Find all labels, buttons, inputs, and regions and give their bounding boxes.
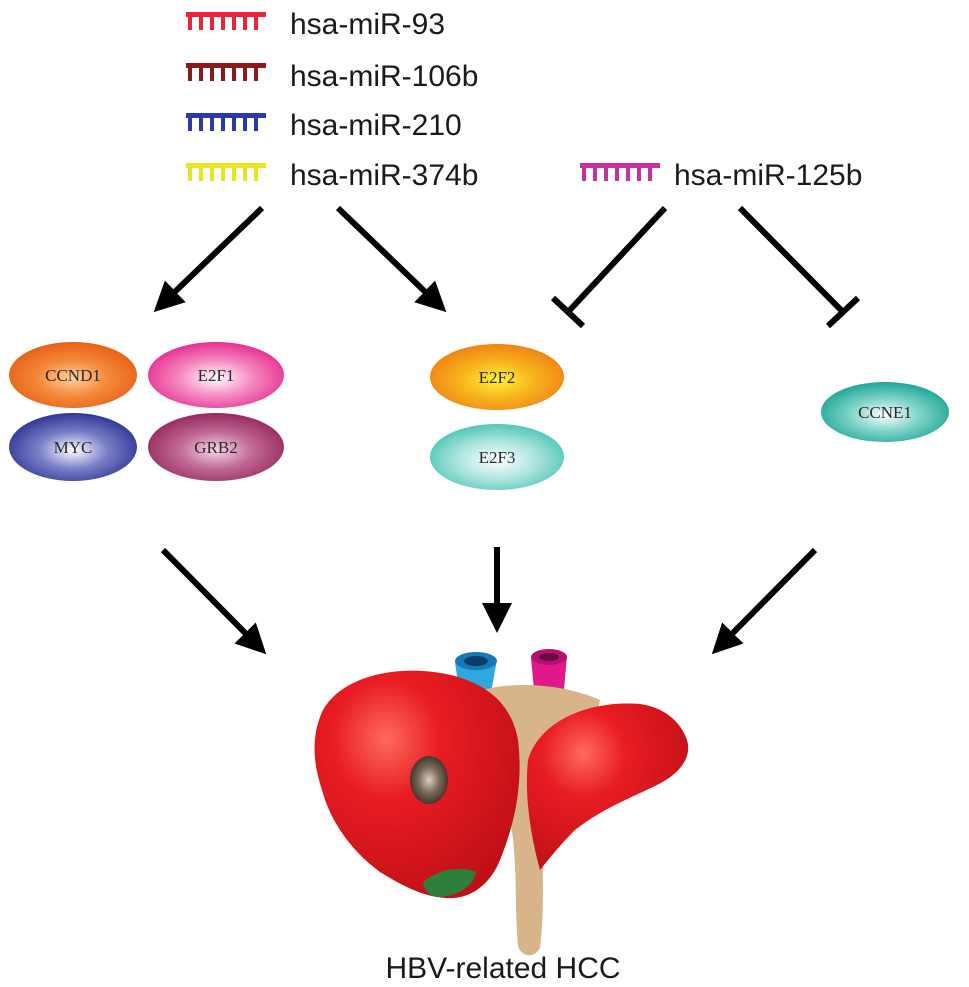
gene-label: CCND1 bbox=[45, 366, 101, 385]
gallbladder-icon bbox=[423, 868, 476, 897]
outcome-label: HBV-related HCC bbox=[385, 952, 620, 985]
gene-nodes: CCND1 E2F1 MYC GRB2 E2F2 E2F3 CCNE1 bbox=[9, 342, 949, 490]
activation-arrow bbox=[711, 547, 818, 655]
mirna-icon bbox=[186, 12, 266, 30]
gene-label: GRB2 bbox=[194, 438, 237, 457]
inhibition-line bbox=[737, 205, 846, 315]
mirna-icon bbox=[580, 163, 660, 181]
gene-e2f3: E2F3 bbox=[430, 424, 564, 490]
mirna-item-374b: hsa-miR-374b bbox=[186, 159, 478, 192]
mirna-label: hsa-miR-210 bbox=[290, 109, 462, 142]
gene-ccnd1: CCND1 bbox=[9, 342, 137, 408]
outcome-edges bbox=[160, 547, 818, 655]
gene-label: E2F1 bbox=[198, 366, 235, 385]
gene-label: E2F2 bbox=[479, 368, 516, 387]
liver-illustration bbox=[314, 649, 689, 956]
gene-grb2: GRB2 bbox=[148, 413, 284, 481]
activation-arrow bbox=[335, 205, 447, 313]
gene-e2f2: E2F2 bbox=[430, 344, 564, 410]
mirna-item-210: hsa-miR-210 bbox=[186, 109, 462, 142]
liver-left-lobe bbox=[526, 703, 689, 870]
gene-label: MYC bbox=[54, 438, 93, 457]
tumor-lesion bbox=[410, 756, 448, 804]
activation-arrow bbox=[160, 547, 267, 655]
mirna-item-93: hsa-miR-93 bbox=[186, 8, 445, 41]
inhibition-bar bbox=[550, 295, 586, 329]
gene-myc: MYC bbox=[9, 413, 137, 481]
gene-ccne1: CCNE1 bbox=[821, 382, 949, 442]
regulation-edges bbox=[153, 205, 861, 329]
mirna-label: hsa-miR-93 bbox=[290, 8, 445, 41]
gene-e2f1: E2F1 bbox=[148, 342, 284, 408]
mirna-icon bbox=[186, 63, 266, 81]
inhibition-bar bbox=[825, 295, 861, 329]
mirna-icon bbox=[186, 113, 266, 131]
mirna-item-125b: hsa-miR-125b bbox=[580, 159, 862, 192]
mirna-label: hsa-miR-125b bbox=[674, 159, 862, 192]
mirna-legend: hsa-miR-93 hsa-miR-106b bbox=[186, 8, 862, 192]
mirna-item-106b: hsa-miR-106b bbox=[186, 60, 478, 93]
inhibition-line bbox=[565, 205, 668, 315]
mirna-label: hsa-miR-374b bbox=[290, 159, 478, 192]
gene-label: E2F3 bbox=[479, 448, 516, 467]
activation-arrow bbox=[153, 205, 265, 313]
mirna-icon bbox=[186, 163, 266, 181]
mirna-label: hsa-miR-106b bbox=[290, 60, 478, 93]
gene-label: CCNE1 bbox=[858, 403, 912, 422]
